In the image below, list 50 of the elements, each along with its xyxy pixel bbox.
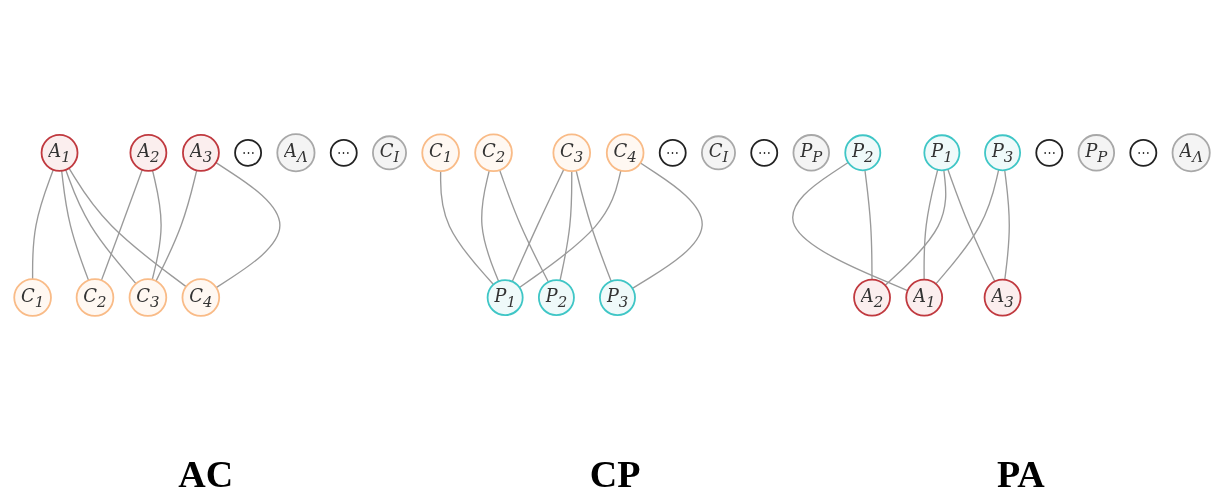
- connector: [575, 169, 612, 282]
- connector: [498, 169, 549, 283]
- node-circle: ⋯: [1034, 138, 1063, 167]
- node-circle: P$_{2}$: [843, 134, 881, 172]
- connector: [1003, 169, 1010, 281]
- connector: [934, 169, 999, 285]
- node-circle: C$_{3}$: [551, 133, 591, 172]
- connector: [67, 167, 187, 288]
- node-circle: P$_{P}$: [1077, 134, 1115, 172]
- connector: [946, 168, 995, 282]
- connector: [151, 169, 162, 281]
- node-circle: ⋯: [233, 138, 262, 167]
- panel-label: AC: [178, 452, 234, 496]
- connector: [154, 169, 197, 282]
- connector: [631, 162, 703, 289]
- node-circle: C$_{I}$: [700, 135, 736, 171]
- node-circle: ⋯: [658, 138, 687, 167]
- connector: [31, 168, 54, 280]
- connector: [60, 169, 89, 281]
- node-circle: P$_{3}$: [598, 279, 636, 316]
- node-circle: ⋯: [329, 138, 358, 167]
- node-circle: C$_{1}$: [12, 278, 52, 317]
- connector: [863, 169, 873, 281]
- node-circle: C$_{1}$: [420, 133, 460, 172]
- connector: [439, 170, 494, 286]
- node-circle: ⋯: [1128, 138, 1157, 167]
- connector: [558, 170, 572, 282]
- node-circle: C$_{3}$: [128, 278, 167, 317]
- panel-label: PA: [996, 452, 1045, 496]
- node-circle: C$_{4}$: [605, 133, 644, 172]
- node-circle: ⋯: [749, 138, 778, 167]
- node-circle: P$_{1}$: [922, 134, 960, 172]
- connector: [480, 169, 499, 282]
- connector: [791, 161, 908, 292]
- node-circle: C$_{2}$: [75, 278, 114, 317]
- connector: [100, 168, 143, 281]
- connector: [214, 161, 281, 289]
- panel-label: CP: [589, 452, 641, 496]
- connector: [518, 169, 621, 289]
- node-circle: C$_{2}$: [473, 133, 513, 172]
- connector: [64, 168, 137, 285]
- connector: [884, 169, 946, 286]
- connector: [922, 169, 938, 281]
- node-circle: P$_{1}$: [486, 279, 524, 316]
- node-circle: C$_{4}$: [181, 278, 220, 317]
- node-circle: P$_{P}$: [792, 134, 830, 172]
- connector: [511, 168, 564, 283]
- node-circle: P$_{2}$: [537, 279, 575, 316]
- node-circle: C$_{I}$: [371, 135, 407, 171]
- node-circle: P$_{3}$: [983, 134, 1021, 172]
